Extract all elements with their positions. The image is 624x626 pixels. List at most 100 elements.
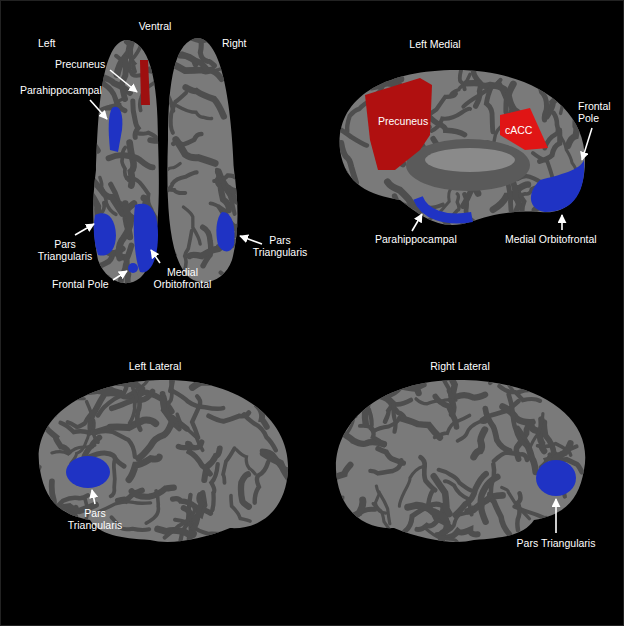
sulcus (174, 22, 215, 41)
sulcus (38, 526, 57, 561)
sulcus (328, 497, 343, 536)
sulcus (182, 54, 221, 79)
view-title: Right Lateral (420, 360, 500, 372)
sulcus (137, 388, 143, 429)
sulcus (183, 207, 200, 244)
sulcus (56, 119, 94, 132)
sulcus (332, 117, 366, 146)
right-lateral-hemisphere (302, 340, 610, 567)
sulcus (331, 418, 353, 458)
sulcus (324, 465, 351, 480)
sulcus (194, 495, 202, 529)
sulcus (139, 423, 172, 458)
sulcus (439, 470, 471, 491)
sulcus (263, 453, 298, 485)
sulcus (550, 385, 582, 420)
sulcus (302, 398, 338, 402)
sulcus (486, 464, 494, 500)
view-title: Left Medial (395, 38, 475, 50)
sulcus (223, 448, 234, 483)
sulcus (0, 477, 35, 487)
sulcus (257, 393, 267, 427)
sulcus (177, 414, 203, 450)
sulcus (184, 231, 192, 273)
sulcus (35, 376, 54, 414)
region-label: Pars Triangularis (35, 238, 95, 262)
sulcus (387, 359, 427, 379)
sulcus (503, 407, 538, 431)
sulcus (32, 395, 84, 399)
sulcus (482, 225, 500, 263)
sulcus (129, 457, 159, 480)
sulcus (130, 143, 134, 186)
region-label: Frontal Pole (578, 100, 620, 124)
sulcus (490, 340, 503, 383)
sulcus (547, 70, 564, 117)
sulcus (517, 493, 520, 530)
sulcus (53, 374, 81, 382)
sulcus (272, 384, 323, 395)
sulcus (241, 378, 288, 384)
sulcus (130, 36, 141, 69)
sulcus (0, 388, 40, 397)
region-label: Pars Triangularis (500, 537, 612, 549)
sulcus (0, 470, 32, 474)
sulcus (466, 83, 504, 89)
sulcus (173, 391, 224, 409)
sulcus (571, 75, 610, 103)
sulcus (513, 182, 519, 222)
sulcus (341, 143, 356, 183)
sulcus (111, 460, 115, 497)
sulcus (435, 396, 456, 427)
sulcus (472, 226, 510, 236)
sulcus (356, 32, 367, 77)
sulcus (244, 414, 276, 450)
sulcus (103, 32, 143, 36)
sulcus (15, 467, 40, 496)
sulcus (341, 170, 355, 208)
medial-regions (365, 78, 584, 218)
sulcus (91, 52, 98, 90)
sulcus (0, 499, 32, 526)
sulcus (229, 187, 267, 192)
sulcus (178, 442, 201, 448)
sulcus (387, 385, 424, 396)
sulcus (70, 118, 98, 151)
sulcus (221, 273, 271, 286)
sulcus (582, 67, 596, 101)
sulcus (518, 380, 556, 392)
sulcus (494, 453, 527, 461)
sulcus (324, 505, 349, 520)
sulcus (509, 395, 526, 446)
sulcus (568, 118, 577, 146)
leader-arrows (75, 70, 592, 533)
sulcus (376, 486, 389, 524)
sulcus (64, 125, 93, 150)
sulcus (399, 467, 423, 507)
region-label: Parahippocampal (20, 84, 110, 96)
region-label: Medial Orbitofrontal (505, 233, 620, 245)
sulcus (490, 494, 510, 534)
ventral-regions (94, 60, 235, 273)
sulcus (98, 356, 109, 392)
sulcus (593, 375, 610, 403)
sulcus (589, 444, 592, 479)
sulcus (341, 369, 348, 413)
sulcus (119, 204, 131, 258)
sulcus (240, 98, 267, 109)
sulcus (370, 460, 401, 473)
sulcus (173, 134, 201, 145)
sulcus (473, 46, 505, 71)
sulcus (579, 181, 610, 194)
sulcus (167, 172, 196, 190)
sulcus (279, 403, 310, 438)
sulcus (211, 464, 217, 510)
sulcus (464, 223, 495, 253)
region-label: Medial Orbitofrontal (145, 266, 220, 290)
region-label: Pars Triangularis (65, 507, 125, 531)
sulcus (339, 536, 376, 557)
side-label: Left (38, 37, 68, 49)
sulcus (537, 73, 547, 120)
sulcus (98, 380, 127, 415)
sulcus (436, 508, 472, 535)
